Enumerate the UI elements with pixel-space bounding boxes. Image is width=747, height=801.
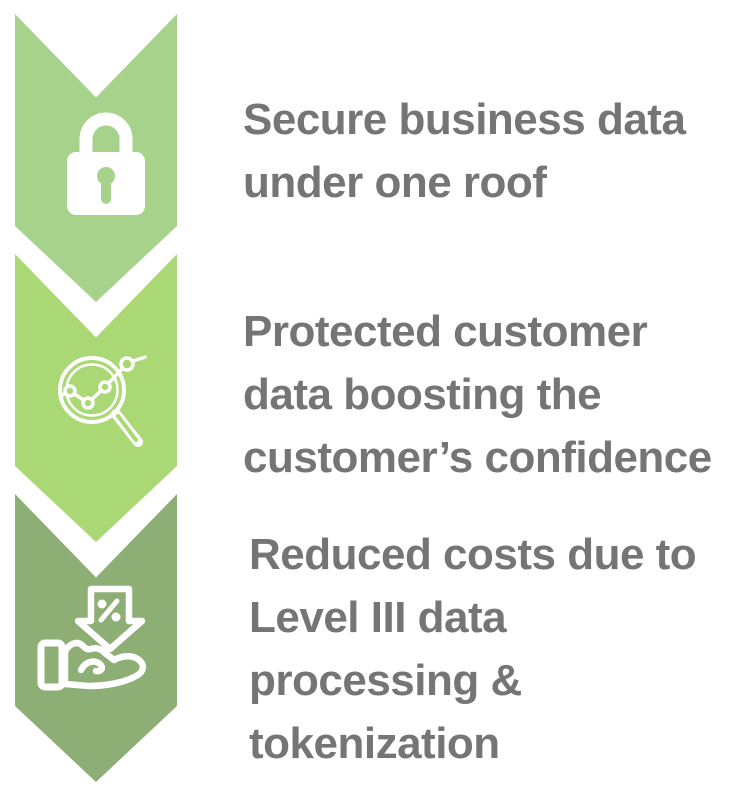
magnifier-chart-icon — [58, 355, 147, 447]
lock-body — [67, 152, 145, 215]
benefit-text-2: Protected customer data boosting the cus… — [243, 300, 712, 489]
benefit-2-line-2: data boosting the — [243, 370, 602, 419]
open-hand — [37, 639, 147, 691]
benefit-text-3: Reduced costs due to Level III data proc… — [249, 523, 697, 775]
lock-shackle — [79, 112, 133, 157]
discount-arrow — [74, 585, 146, 653]
benefit-3-line-3: processing & — [249, 656, 522, 705]
benefit-1-line-1: Secure business data — [243, 95, 686, 144]
magnifier-handle — [111, 409, 143, 447]
benefit-2-line-3: customer’s confidence — [243, 433, 712, 482]
benefit-text-1: Secure business data under one roof — [243, 88, 686, 214]
benefit-2-line-1: Protected customer — [243, 307, 648, 356]
hand-discount-icon — [37, 585, 147, 691]
benefit-1-line-2: under one roof — [243, 158, 547, 207]
benefit-3-line-2: Level III data — [249, 593, 507, 642]
benefit-3-line-1: Reduced costs due to — [249, 530, 697, 579]
lock-icon — [67, 112, 145, 215]
benefit-3-line-4: tokenization — [249, 719, 500, 768]
chart-line — [59, 355, 147, 410]
